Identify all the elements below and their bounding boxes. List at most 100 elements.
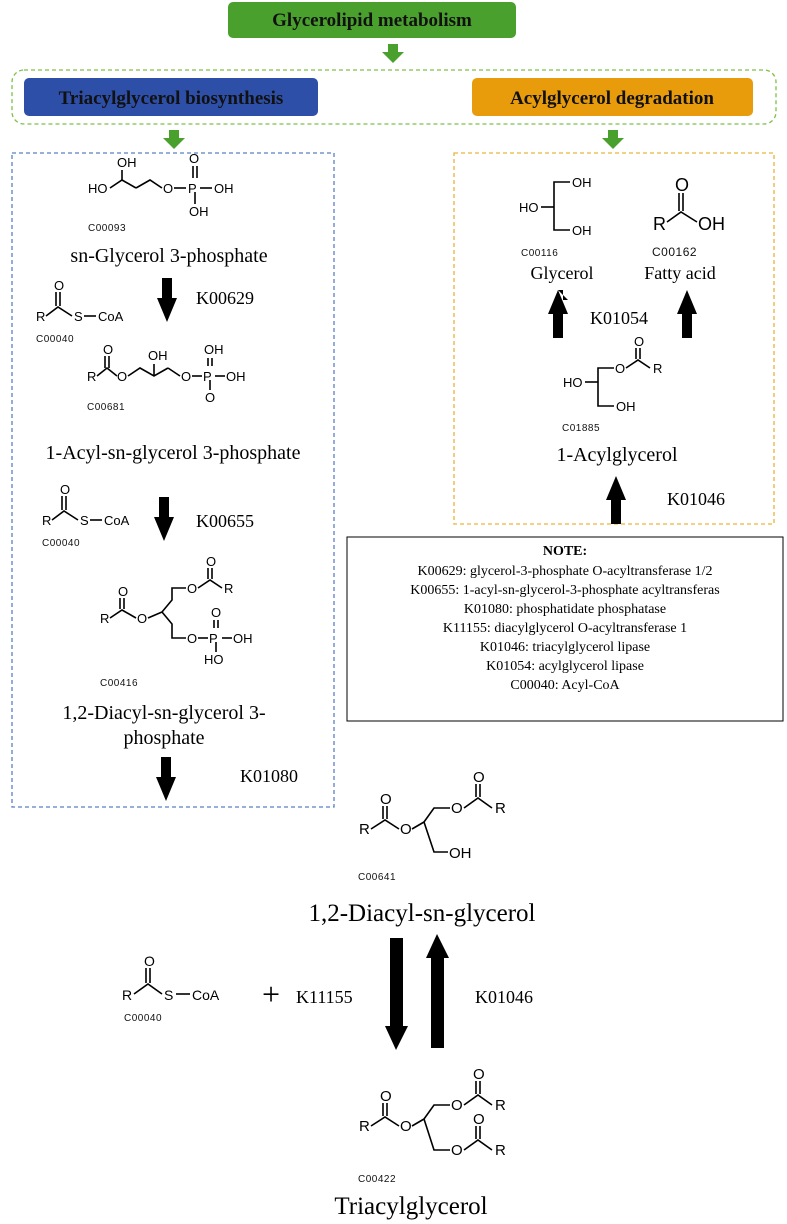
degradation-box bbox=[472, 78, 753, 116]
note-line: K00655: 1-acyl-sn-glycerol-3-phosphate a… bbox=[410, 583, 719, 598]
svg-text:OH: OH bbox=[204, 342, 224, 357]
svg-text:O: O bbox=[103, 342, 113, 357]
svg-text:O: O bbox=[54, 278, 64, 293]
structure-c00040: R O S CoA bbox=[36, 278, 124, 324]
svg-text:S: S bbox=[80, 513, 89, 528]
reaction-arrow-down bbox=[157, 278, 177, 322]
svg-text:O: O bbox=[451, 800, 463, 817]
compound-id: C00040 bbox=[124, 1013, 162, 1024]
structure-c00422: R O O O O R O O R bbox=[359, 1066, 506, 1159]
compound-id: C00422 bbox=[358, 1174, 396, 1185]
svg-text:HO: HO bbox=[88, 181, 108, 196]
structure-c01885: HO O O R OH bbox=[563, 334, 662, 414]
compound-id: C00416 bbox=[100, 678, 138, 689]
biosynthesis-label: Triacylglycerol biosynthesis bbox=[59, 88, 284, 109]
svg-text:HO: HO bbox=[204, 652, 224, 667]
biosynthesis-panel bbox=[11, 152, 335, 808]
svg-text:O: O bbox=[400, 821, 412, 838]
branch-dashed-box bbox=[11, 69, 777, 125]
reaction-arrow-up bbox=[548, 290, 568, 338]
svg-text:O: O bbox=[211, 605, 221, 620]
reaction-arrow-up bbox=[606, 476, 626, 524]
svg-text:R: R bbox=[495, 1142, 506, 1159]
note-line: K01080: phosphatidate phosphatase bbox=[464, 602, 666, 617]
svg-text:OH: OH bbox=[698, 214, 725, 234]
compound-id: C00040 bbox=[36, 334, 74, 345]
compound-name: sn-Glycerol 3-phosphate bbox=[70, 245, 267, 267]
svg-text:R: R bbox=[359, 821, 370, 838]
svg-text:R: R bbox=[653, 214, 666, 234]
svg-text:CoA: CoA bbox=[192, 987, 220, 1003]
svg-text:S: S bbox=[164, 987, 173, 1003]
structure-c00681: R O O OH O P OH OH O bbox=[87, 342, 246, 405]
note-line: K01046: triacylglycerol lipase bbox=[480, 640, 650, 655]
structure-c00162: R O OH bbox=[653, 175, 725, 234]
enzyme-label: K00655 bbox=[196, 511, 254, 531]
down-arrow-green bbox=[382, 44, 404, 63]
svg-text:R: R bbox=[100, 611, 109, 626]
down-arrow-green bbox=[602, 130, 624, 149]
note-line: K11155: diacylglycerol O-acyltransferase… bbox=[443, 621, 687, 636]
svg-text:O: O bbox=[380, 791, 392, 808]
compound-name-continued: phosphate bbox=[123, 727, 204, 749]
compound-name: 1,2-Diacyl-sn-glycerol 3- bbox=[62, 702, 265, 724]
svg-text:O: O bbox=[163, 181, 173, 196]
svg-text:OH: OH bbox=[214, 181, 234, 196]
degradation-label: Acylglycerol degradation bbox=[510, 88, 714, 109]
compound-name: Fatty acid bbox=[644, 263, 715, 283]
compound-id: C00162 bbox=[652, 245, 697, 259]
biosynthesis-box bbox=[24, 78, 318, 116]
svg-text:P: P bbox=[188, 181, 197, 196]
svg-text:O: O bbox=[137, 611, 147, 626]
note-title: NOTE: bbox=[543, 544, 587, 559]
compound-id: C00681 bbox=[87, 402, 125, 413]
svg-text:P: P bbox=[209, 631, 218, 646]
svg-text:O: O bbox=[615, 361, 625, 376]
svg-text:OH: OH bbox=[233, 631, 253, 646]
svg-text:O: O bbox=[60, 482, 70, 497]
svg-text:R: R bbox=[495, 800, 506, 817]
svg-text:O: O bbox=[118, 584, 128, 599]
svg-text:O: O bbox=[451, 1097, 463, 1114]
svg-text:S: S bbox=[74, 309, 83, 324]
svg-text:OH: OH bbox=[148, 348, 168, 363]
enzyme-label: K01054 bbox=[590, 308, 648, 328]
compound-name: Triacylglycerol bbox=[334, 1193, 487, 1220]
svg-text:OH: OH bbox=[189, 204, 209, 219]
svg-text:R: R bbox=[42, 513, 51, 528]
svg-text:O: O bbox=[187, 631, 197, 646]
svg-text:O: O bbox=[380, 1088, 392, 1105]
svg-text:R: R bbox=[36, 309, 45, 324]
svg-text:O: O bbox=[473, 1111, 485, 1128]
svg-text:O: O bbox=[205, 390, 215, 405]
svg-text:R: R bbox=[653, 361, 662, 376]
reaction-arrow-down bbox=[154, 497, 174, 541]
compound-id: C00641 bbox=[358, 872, 396, 883]
compound-name: 1,2-Diacyl-sn-glycerol bbox=[308, 900, 535, 927]
note-line: C00040: Acyl-CoA bbox=[510, 678, 620, 693]
structure-c00040: R O S CoA bbox=[122, 953, 220, 1003]
compound-id: C00040 bbox=[42, 538, 80, 549]
svg-text:O: O bbox=[400, 1118, 412, 1135]
pathway-title: Glycerolipid metabolism bbox=[272, 10, 472, 31]
svg-text:O: O bbox=[451, 1142, 463, 1159]
compound-name: Glycerol bbox=[531, 263, 594, 283]
svg-text:O: O bbox=[181, 369, 191, 384]
svg-text:R: R bbox=[122, 987, 132, 1003]
structure-c00116: HO OH OH bbox=[519, 175, 592, 238]
svg-text:OH: OH bbox=[572, 223, 592, 238]
down-arrow-green bbox=[163, 130, 185, 149]
svg-text:OH: OH bbox=[117, 155, 137, 170]
svg-text:R: R bbox=[224, 581, 233, 596]
svg-text:O: O bbox=[675, 175, 689, 195]
svg-text:O: O bbox=[473, 1066, 485, 1083]
compound-id: C00116 bbox=[521, 248, 558, 259]
reaction-arrow-down bbox=[156, 757, 176, 801]
svg-text:O: O bbox=[634, 334, 644, 349]
svg-text:OH: OH bbox=[226, 369, 246, 384]
structure-c00040: R O S CoA bbox=[42, 482, 130, 528]
reaction-arrow-down bbox=[385, 938, 408, 1050]
title-box bbox=[228, 2, 516, 38]
svg-text:P: P bbox=[203, 369, 212, 384]
